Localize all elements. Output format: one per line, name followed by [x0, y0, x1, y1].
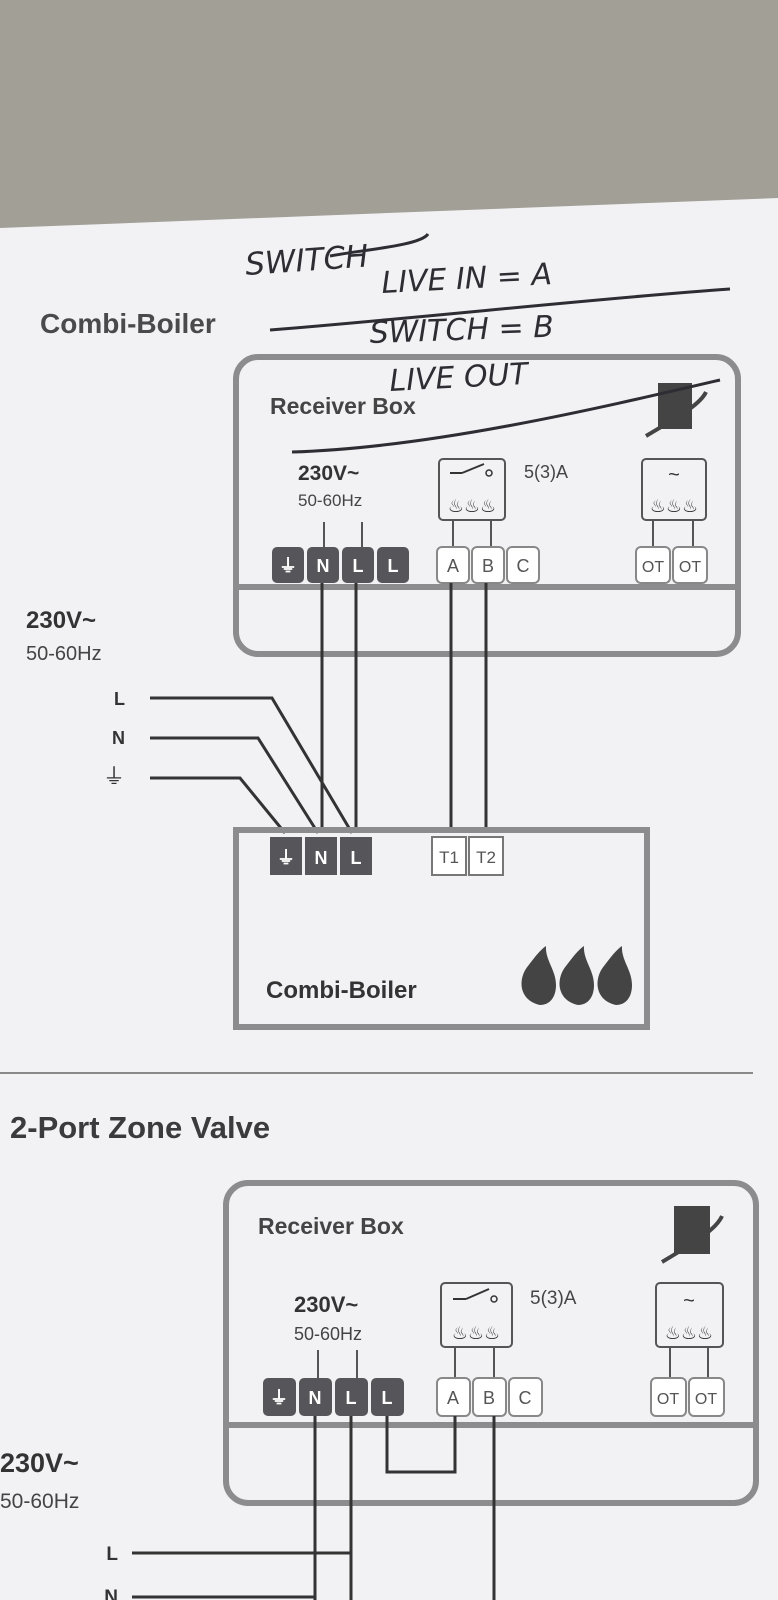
svg-text:A: A	[447, 556, 459, 576]
receiver-box-2-title: Receiver Box	[258, 1213, 404, 1239]
opentherm-icon: ~ ♨♨♨	[641, 458, 707, 521]
power-terminal-2-l: L	[335, 1378, 368, 1416]
supply-live-wire	[150, 696, 354, 834]
wiring-1	[150, 583, 488, 834]
svg-text:C: C	[517, 556, 530, 576]
receiver-voltage: 230V~	[298, 462, 359, 485]
svg-text:L: L	[388, 556, 399, 576]
svg-text:~: ~	[668, 464, 680, 486]
relay-rating: 5(3)A	[524, 462, 568, 482]
svg-text:OT: OT	[642, 559, 664, 576]
ot-terminal-1: OT	[635, 546, 671, 584]
zone-valve-heading: 2-Port Zone Valve	[10, 1110, 270, 1145]
relay-terminal-b: B	[471, 546, 505, 584]
svg-text:~: ~	[683, 1290, 695, 1312]
power-terminal-2-n: N	[299, 1378, 332, 1416]
power-terminal-n: N	[307, 547, 339, 583]
note-live-out: LIVE OUT	[389, 357, 532, 399]
svg-text:N: N	[315, 848, 328, 868]
power-terminal-l-2: L	[377, 547, 409, 583]
note-switch-b: SWITCH = B	[369, 310, 554, 351]
power-terminal-earth: ⏚	[272, 547, 304, 583]
supply-2-label-n: N	[104, 1587, 118, 1600]
supply-label-earth: ⏚	[103, 764, 125, 789]
flame-icon	[521, 946, 632, 1005]
boiler-terminal-l: L	[340, 837, 372, 875]
relay-terminal-2-b: B	[472, 1377, 507, 1417]
power-terminal-2-l-2: L	[371, 1378, 404, 1416]
relay-switch-icon-2: ♨♨♨	[440, 1282, 513, 1348]
strike-through-line-2	[291, 378, 721, 454]
supply-2-voltage: 230V~	[0, 1448, 79, 1478]
svg-text:♨♨♨: ♨♨♨	[448, 496, 496, 516]
svg-text:L: L	[351, 848, 362, 868]
svg-text:N: N	[309, 1388, 322, 1408]
svg-text:⏚: ⏚	[270, 1388, 288, 1408]
receiver-box-title: Receiver Box	[270, 393, 416, 419]
svg-text:A: A	[447, 1388, 459, 1408]
svg-text:B: B	[482, 556, 494, 576]
relay-terminal-a: A	[436, 546, 470, 584]
svg-text:⏚: ⏚	[277, 848, 295, 868]
opentherm-icon-2: ~ ♨♨♨	[655, 1282, 724, 1348]
relay-terminal-2-c: C	[508, 1377, 543, 1417]
power-terminal-l: L	[342, 547, 374, 583]
svg-text:T2: T2	[476, 848, 496, 867]
relay-2-rating: 5(3)A	[530, 1288, 577, 1309]
receiver-frequency: 50-60Hz	[298, 491, 362, 510]
supply-voltage: 230V~	[26, 607, 96, 634]
handwritten-notes: SWITCH LIVE IN = A SWITCH = B LIVE OUT	[244, 238, 554, 399]
paper-sheet	[0, 198, 778, 1600]
svg-text:OT: OT	[695, 1391, 717, 1408]
svg-text:OT: OT	[679, 559, 701, 576]
boiler-terminal-earth: ⏚	[270, 837, 302, 875]
receiver-logo-icon-2	[660, 1206, 724, 1264]
ot-terminal-2: OT	[672, 546, 708, 584]
svg-text:T1: T1	[439, 848, 459, 867]
ot-terminal-2-2: OT	[688, 1377, 725, 1417]
receiver-2-frequency: 50-60Hz	[294, 1324, 362, 1344]
boiler-box-outline	[233, 827, 650, 1030]
svg-text:L: L	[353, 556, 364, 576]
receiver-box-2: Receiver Box 230V~ 50-60Hz ♨♨♨ 5(3)A ~ ♨…	[223, 1180, 759, 1506]
receiver-box-2-outline	[223, 1180, 759, 1506]
svg-text:L: L	[382, 1388, 393, 1408]
supply-2-label-l: L	[106, 1544, 118, 1565]
relay-terminal-c: C	[506, 546, 540, 584]
svg-text:OT: OT	[657, 1391, 679, 1408]
ot-terminal-2-1: OT	[650, 1377, 687, 1417]
combi-boiler-heading: Combi-Boiler	[40, 308, 216, 339]
receiver-2-voltage: 230V~	[294, 1292, 358, 1317]
svg-text:B: B	[483, 1388, 495, 1408]
supply-neutral-wire	[150, 736, 320, 834]
supply-frequency: 50-60Hz	[26, 643, 102, 665]
relay-switch-icon: ♨♨♨	[438, 458, 506, 521]
power-terminal-2-earth: ⏚	[263, 1378, 296, 1416]
receiver-box-1: Receiver Box 230V~ 50-60Hz ♨♨♨ 5(3)A ~ ♨…	[233, 354, 741, 657]
supply-label-n: N	[112, 728, 125, 748]
scribble-mark	[329, 232, 430, 258]
boiler-terminal-n: N	[305, 837, 337, 875]
svg-text:♨♨♨: ♨♨♨	[665, 1323, 713, 1343]
relay-terminal-2-a: A	[436, 1377, 471, 1417]
supply-2-frequency: 50-60Hz	[0, 1490, 79, 1513]
svg-text:♨♨♨: ♨♨♨	[452, 1323, 500, 1343]
note-switch: SWITCH	[244, 238, 370, 283]
pen-strokes	[269, 232, 731, 454]
supply-label-l: L	[114, 689, 125, 709]
svg-text:N: N	[317, 556, 330, 576]
wiring-2	[132, 1416, 496, 1600]
strike-through-line-1	[269, 287, 731, 332]
svg-text:♨♨♨: ♨♨♨	[650, 496, 698, 516]
svg-text:L: L	[346, 1388, 357, 1408]
combi-boiler-box: ⏚ N L T1 T2 Combi-Boiler	[233, 827, 650, 1030]
supply-earth-wire	[150, 776, 287, 834]
boiler-terminal-t2: T2	[468, 836, 504, 876]
svg-text:C: C	[519, 1388, 532, 1408]
boiler-terminal-t1: T1	[431, 836, 467, 876]
boiler-box-title: Combi-Boiler	[266, 977, 417, 1004]
svg-text:⏚: ⏚	[279, 556, 297, 576]
